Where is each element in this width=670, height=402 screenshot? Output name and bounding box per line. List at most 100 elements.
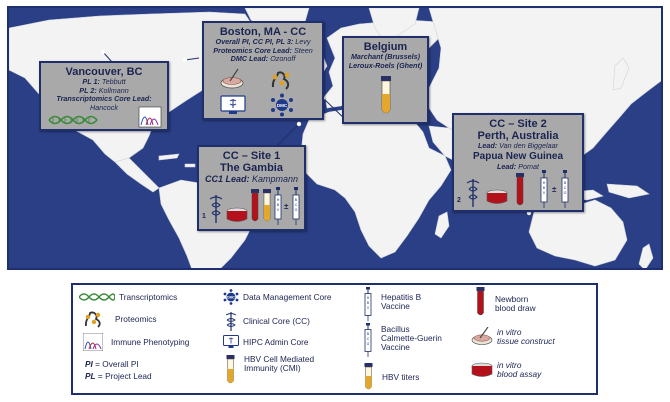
svg-text:H: H [543, 181, 546, 185]
boston-title: Boston, MA - CC [219, 26, 307, 38]
hepatitis-b-vaccine-syringe-icon: H B V [364, 287, 372, 321]
blood-assay-dish-icon [471, 362, 493, 377]
svg-text:C: C [367, 337, 370, 341]
data-management-core-icon: DMC [271, 93, 293, 117]
gambia-title-1: CC – Site 1 [222, 150, 281, 162]
clinical-core-icon [466, 179, 480, 207]
legend-assay-line-2: blood assay [497, 369, 542, 379]
newborn-blood-tube-icon [476, 287, 485, 316]
svg-text:DMC: DMC [227, 296, 235, 300]
hbv-titers-tube-icon [263, 189, 271, 222]
transcriptomics-icon [48, 115, 98, 125]
legend-box: Transcriptomics Proteomics Immune Phenot… [71, 283, 598, 395]
svg-text:B: B [277, 203, 280, 207]
legend-tissue-line-1: in vitro [497, 327, 522, 337]
legend-transcriptomics: Transcriptomics [79, 291, 177, 303]
bcg-vaccine-syringe-icon: B C G [561, 170, 569, 208]
perth-title-2: Perth, Australia [477, 130, 559, 142]
hepatitis-b-vaccine-syringe-icon: H B V [540, 170, 548, 208]
immune-phenotyping-icon [138, 106, 162, 128]
clinical-core-icon [225, 312, 237, 331]
perth-lead-1: Lead: Van den Biggelaar [477, 141, 559, 150]
boston-line-3: DMC Lead: Ozonoff [230, 54, 296, 64]
gambia-plus-minus: ± [284, 202, 289, 211]
hbv-cmi-tube-icon [226, 355, 235, 384]
svg-text:H: H [277, 198, 280, 202]
svg-text:C: C [564, 186, 567, 190]
tissue-construct-icon [471, 327, 493, 345]
vancouver-pl1: PL 1: Tebbutt [82, 77, 126, 86]
legend-bcg-line-3: Vaccine [381, 342, 410, 352]
svg-text:V: V [277, 208, 280, 212]
boston-line-1: Overall PI, CC PI, PL 3: Levy [215, 37, 311, 46]
newborn-blood-tube-icon [516, 173, 524, 206]
legend-newborn-line-2: blood draw [495, 303, 536, 313]
legend-bcg-line-1: Bacillus [381, 324, 410, 334]
vancouver-pl2: PL 2: Kollmann [79, 85, 129, 95]
gambia-lead: CC1 Lead: Kampmann [204, 174, 299, 184]
blood-assay-dish-icon [486, 189, 508, 204]
vancouver-marker [100, 49, 106, 55]
hipc-admin-core-icon [220, 95, 246, 114]
tissue-construct-icon [220, 68, 244, 89]
vancouver-site-box: Vancouver, BC PL 1: Tebbutt PL 2: Kollma… [39, 61, 169, 131]
belgium-site-box: Belgium Marchant (Brussels) Leroux-Roels… [342, 36, 429, 124]
legend-hepb-line-2: Vaccine [381, 301, 410, 311]
svg-text:B: B [295, 198, 298, 202]
legend-clinical-core: Clinical Core (CC) [225, 311, 310, 331]
perth-site-number: 2 [457, 197, 461, 204]
svg-text:B: B [367, 301, 370, 305]
svg-text:V: V [543, 191, 546, 195]
legend-newborn-line-1: Newborn [495, 294, 529, 304]
svg-text:G: G [367, 342, 370, 346]
blood-assay-dish-icon [226, 207, 248, 222]
proteomics-icon [271, 71, 290, 90]
perth-png-site-box: CC – Site 2 Perth, Australia Lead: Van d… [452, 113, 584, 212]
boston-marker [182, 57, 188, 63]
perth-plus-minus: ± [552, 185, 557, 194]
legend-immune-phenotyping: Immune Phenotyping [83, 333, 189, 351]
gambia-site-box: CC – Site 1 The Gambia CC1 Lead: Kampman… [197, 145, 306, 231]
svg-text:H: H [367, 296, 370, 300]
world-map: Vancouver, BC PL 1: Tebbutt PL 2: Kollma… [7, 6, 663, 270]
transcriptomics-icon [79, 293, 115, 301]
hipc-admin-core-icon [223, 335, 239, 348]
immune-phenotyping-icon [83, 333, 103, 351]
hbv-titers-tube-icon [381, 76, 391, 114]
legend-hbv-cmi-line-2: Immunity (CMI) [244, 363, 301, 373]
svg-text:V: V [367, 306, 370, 310]
gambia-site-number: 1 [202, 213, 206, 220]
svg-text:G: G [564, 191, 567, 195]
proteomics-icon [84, 311, 101, 328]
bcg-vaccine-syringe-icon: B C G [292, 187, 300, 225]
svg-text:C: C [295, 203, 298, 207]
legend-tissue-line-2: tissue construct [497, 336, 555, 346]
svg-text:B: B [564, 181, 567, 185]
legend-hbv-titers: HBV titers [364, 363, 419, 391]
svg-text:G: G [295, 208, 298, 212]
legend-assay-line-1: in vitro [497, 360, 522, 370]
svg-text:B: B [543, 186, 546, 190]
vancouver-title: Vancouver, BC [65, 66, 143, 78]
perth-title-1: CC – Site 2 [489, 118, 547, 130]
svg-text:DMC: DMC [277, 103, 288, 108]
hepatitis-b-vaccine-syringe-icon: H B V [274, 187, 282, 225]
perth-title-3: Papua New Guinea [472, 150, 564, 162]
vancouver-tc-name: Hancock [90, 102, 118, 112]
legend-data-management-core: DMC Data Management Core [223, 289, 332, 305]
newborn-blood-tube-icon [251, 189, 259, 222]
bcg-vaccine-syringe-icon: B C G [364, 323, 372, 357]
legend-proteomics: Proteomics [83, 309, 157, 329]
boston-line-2: Proteomics Core Lead: Steen [213, 45, 313, 55]
belgium-title: Belgium [363, 41, 408, 53]
vancouver-tc-lead: Transcriptomics Core Lead: [56, 94, 152, 104]
boston-site-box: Boston, MA - CC Overall PI, CC PI, PL 3:… [202, 21, 324, 120]
legend-hipc-admin-core: HIPC Admin Core [223, 335, 308, 349]
legend-bcg-line-2: Calmette-Guerin [381, 333, 442, 343]
